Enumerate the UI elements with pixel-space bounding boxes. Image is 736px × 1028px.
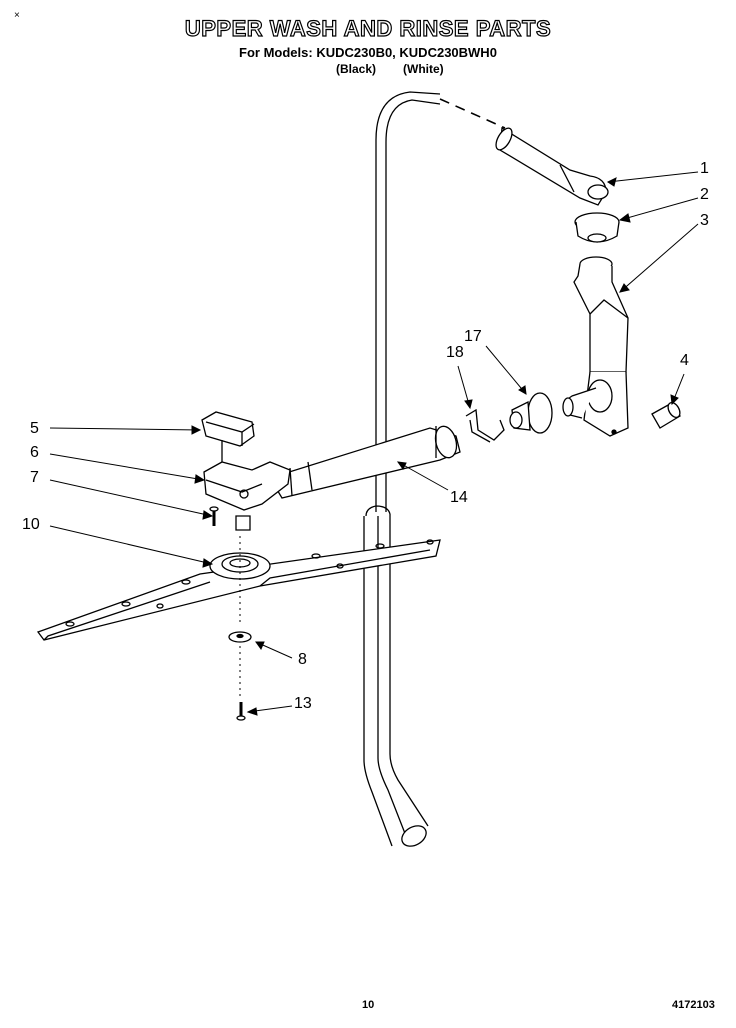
models-line: For Models: KUDC230B0, KUDC230BWH0 bbox=[239, 45, 497, 60]
callout-13: 13 bbox=[294, 695, 312, 712]
variant-white-label: (White) bbox=[403, 62, 444, 76]
document-number: 4172103 bbox=[672, 999, 715, 1011]
part-13-screw bbox=[236, 702, 246, 721]
part-14-conduit bbox=[269, 425, 461, 499]
callout-3: 3 bbox=[700, 212, 709, 229]
callout-17: 17 bbox=[464, 328, 482, 345]
callout-18: 18 bbox=[446, 344, 464, 361]
leader-lines bbox=[49, 171, 699, 716]
part-3-manifold bbox=[562, 256, 629, 437]
part-7-screw bbox=[209, 506, 219, 526]
page-title: UPPER WASH AND RINSE PARTS bbox=[184, 15, 552, 41]
corner-mark: × bbox=[14, 10, 20, 21]
callout-7: 7 bbox=[30, 469, 39, 486]
page-number: 10 bbox=[362, 999, 375, 1011]
callout-1: 1 bbox=[700, 160, 709, 177]
supply-tube bbox=[363, 91, 506, 847]
part-4-nut bbox=[651, 401, 681, 429]
part-6-bracket bbox=[203, 440, 291, 531]
part-17-cap bbox=[509, 392, 553, 434]
callout-10: 10 bbox=[22, 516, 40, 533]
variant-black-label: (Black) bbox=[336, 62, 377, 76]
callout-5: 5 bbox=[30, 420, 39, 437]
part-5-cover bbox=[201, 411, 255, 447]
callout-4: 4 bbox=[680, 352, 689, 369]
part-10-spray-arm bbox=[36, 539, 441, 641]
callout-6: 6 bbox=[30, 444, 39, 461]
part-1-tube bbox=[495, 126, 609, 206]
callout-14: 14 bbox=[450, 489, 468, 506]
part-2-seal bbox=[574, 212, 620, 243]
part-18-clip bbox=[465, 408, 505, 443]
part-8-washer bbox=[228, 631, 252, 643]
callout-2: 2 bbox=[700, 186, 709, 203]
callout-8: 8 bbox=[298, 651, 307, 668]
